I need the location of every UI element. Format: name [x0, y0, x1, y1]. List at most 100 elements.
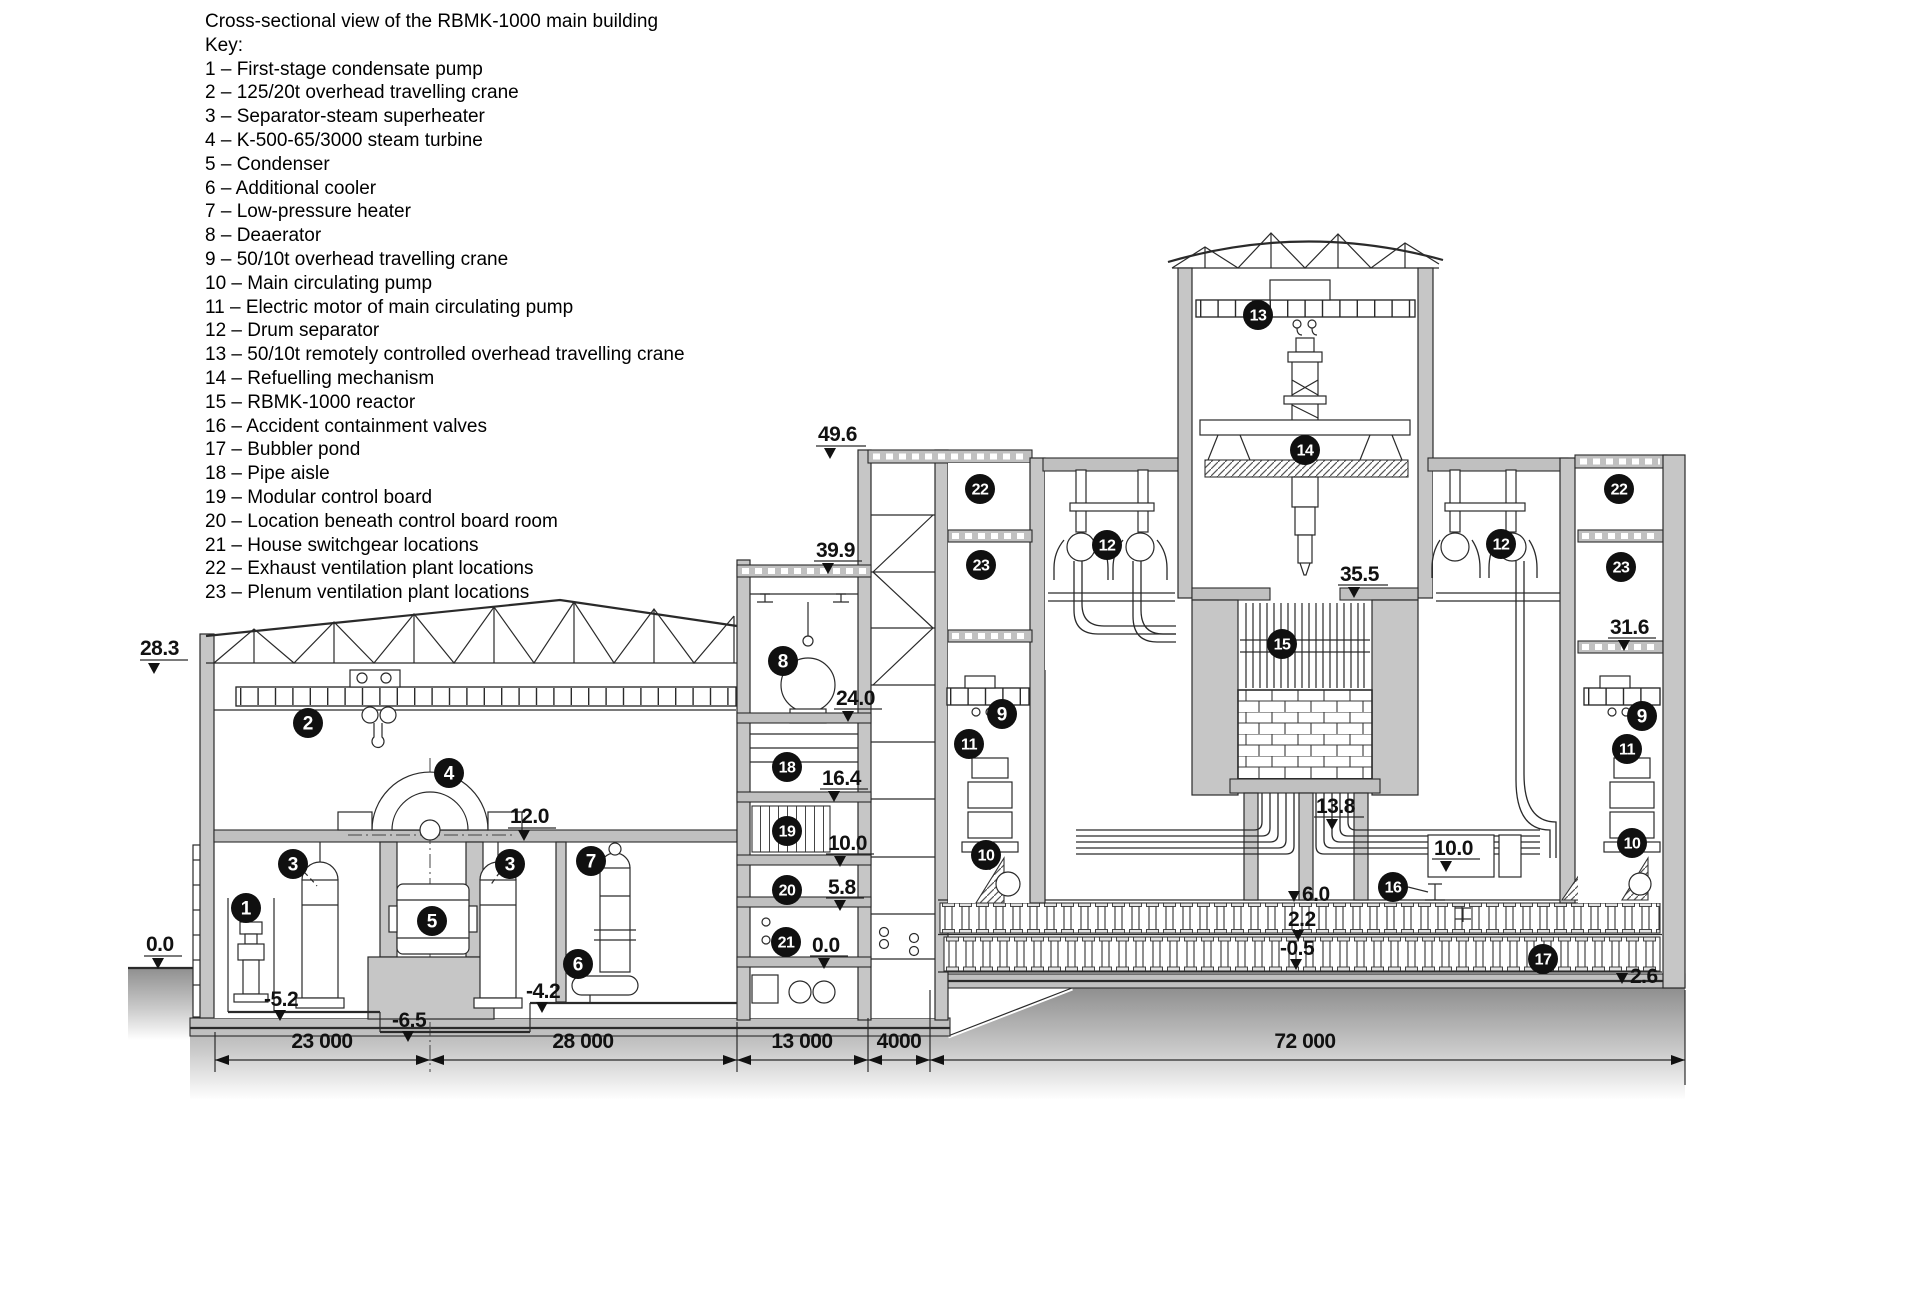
svg-text:4: 4 — [444, 764, 455, 785]
svg-text:22: 22 — [972, 482, 989, 499]
dimension-4000: 4000 — [877, 1030, 922, 1053]
callout-2-crane: 2 — [293, 708, 323, 738]
elevation-10-0-stack: 10.0 — [826, 832, 874, 867]
key-item-11: 11 – Electric motor of main circulating … — [205, 296, 574, 318]
overhead-crane-125-20t — [214, 669, 737, 748]
containment-valves — [1407, 883, 1471, 922]
svg-text:10: 10 — [1624, 836, 1641, 853]
callout-10-mcp-left: 10 — [971, 840, 1001, 870]
elevation-minus-5-2: -5.2 — [264, 988, 299, 1021]
left-wing — [946, 457, 1046, 904]
key-item-12: 12 – Drum separator — [205, 320, 380, 342]
callout-5-condenser: 5 — [417, 906, 447, 936]
svg-text:3: 3 — [288, 855, 299, 876]
callout-4-turbine: 4 — [434, 758, 464, 788]
elevation-minus-0-5: -0.5 — [1280, 937, 1316, 970]
key-item-3: 3 – Separator-steam superheater — [205, 106, 485, 128]
elevation-31-6: 31.6 — [1608, 616, 1656, 651]
svg-text:-4.2: -4.2 — [526, 980, 560, 1003]
svg-text:23: 23 — [973, 558, 990, 575]
callout-14-refuelling: 14 — [1290, 435, 1320, 465]
reactor-building — [938, 232, 1686, 989]
dimension-72000: 72 000 — [1274, 1030, 1335, 1053]
svg-text:24.0: 24.0 — [836, 687, 875, 710]
svg-text:6.0: 6.0 — [1302, 883, 1330, 906]
callout-13-hall-crane: 13 — [1243, 300, 1273, 330]
svg-text:2.2: 2.2 — [1288, 908, 1316, 931]
key-item-23: 23 – Plenum ventilation plant locations — [205, 582, 530, 604]
svg-text:35.5: 35.5 — [1340, 563, 1380, 586]
callout-23-plenum-vent-right: 23 — [1606, 552, 1636, 582]
svg-text:1: 1 — [241, 899, 252, 920]
key-item-2: 2 – 125/20t overhead travelling crane — [205, 82, 519, 104]
svg-text:31.6: 31.6 — [1610, 616, 1649, 639]
right-wing — [1574, 454, 1668, 903]
key-item-6: 6 – Additional cooler — [205, 177, 377, 199]
elevation-24-0: 24.0 — [834, 687, 882, 722]
elevation-markers: 28.3 12.0 0.0 -5.2 -6.5 — [140, 423, 1658, 1042]
svg-text:3: 3 — [505, 855, 516, 876]
callout-6-cooler: 6 — [563, 949, 593, 979]
callout-9-crane-left: 9 — [987, 699, 1017, 729]
drum-separator-room-left — [1042, 457, 1191, 670]
svg-text:-6.5: -6.5 — [392, 1009, 427, 1032]
callout-18-pipe-aisle: 18 — [772, 752, 802, 782]
svg-text:15: 15 — [1274, 637, 1291, 654]
svg-text:5.8: 5.8 — [828, 876, 857, 899]
callout-16-valves: 16 — [1378, 872, 1408, 902]
svg-text:8: 8 — [778, 652, 789, 673]
key-item-5: 5 – Condenser — [205, 153, 330, 175]
stair-shaft — [871, 514, 935, 960]
key-item-19: 19 – Modular control board — [205, 486, 433, 508]
dimension-28000: 28 000 — [552, 1030, 613, 1053]
callout-11-motor-left: 11 — [954, 729, 984, 759]
svg-text:7: 7 — [586, 852, 597, 873]
svg-text:10: 10 — [978, 848, 995, 865]
callout-3-superheater-left: 3 — [278, 849, 308, 879]
callout-23-plenum-vent-left: 23 — [966, 550, 996, 580]
svg-text:20: 20 — [779, 883, 796, 900]
key-heading: Key: — [205, 34, 244, 56]
separator-superheater-left — [295, 842, 345, 1009]
svg-text:5: 5 — [427, 912, 438, 933]
callout-20-below-control: 20 — [772, 875, 802, 905]
turbine-hall-roof-truss — [205, 598, 738, 665]
svg-text:49.6: 49.6 — [818, 423, 857, 446]
callout-19-control-board: 19 — [772, 816, 802, 846]
key-item-13: 13 – 50/10t remotely controlled overhead… — [205, 344, 685, 366]
svg-text:23: 23 — [1613, 560, 1630, 577]
elevation-6-0: 6.0 — [1288, 883, 1330, 906]
callout-12-drums-right: 12 — [1486, 529, 1516, 559]
dimension-13000: 13 000 — [771, 1030, 832, 1053]
drum-separator-room-right — [1427, 457, 1569, 858]
svg-text:11: 11 — [961, 737, 978, 754]
callout-7-lp-heater: 7 — [576, 846, 606, 876]
callout-9-crane-right: 9 — [1627, 701, 1657, 731]
svg-text:0.0: 0.0 — [146, 933, 174, 956]
svg-text:2: 2 — [303, 714, 314, 735]
svg-text:12: 12 — [1099, 538, 1116, 555]
elevation-minus-4-2: -4.2 — [526, 980, 561, 1013]
room-boxes-10-0 — [1427, 834, 1522, 878]
svg-text:12: 12 — [1493, 537, 1510, 554]
svg-text:10.0: 10.0 — [1434, 837, 1473, 860]
svg-text:10.0: 10.0 — [828, 832, 867, 855]
elevation-10-0-right: 10.0 — [1432, 837, 1480, 872]
callout-11-motor-right: 11 — [1612, 734, 1642, 764]
svg-text:13: 13 — [1250, 308, 1267, 325]
svg-text:22: 22 — [1611, 482, 1628, 499]
reactor-hall — [1167, 232, 1444, 601]
reactor — [1076, 599, 1540, 901]
elevation-5-8: 5.8 — [826, 876, 864, 911]
callout-15-reactor: 15 — [1267, 629, 1297, 659]
svg-text:39.9: 39.9 — [816, 539, 855, 562]
svg-text:9: 9 — [997, 705, 1008, 726]
condensate-pump — [227, 898, 275, 1012]
refuelling-mechanism — [1199, 337, 1411, 576]
dimension-23000: 23 000 — [291, 1030, 352, 1053]
elevation-28-3: 28.3 — [140, 637, 188, 674]
elevation-0-0-stack: 0.0 — [810, 934, 848, 969]
key-item-21: 21 – House switchgear locations — [205, 534, 479, 556]
svg-text:17: 17 — [1535, 952, 1552, 969]
svg-text:6: 6 — [573, 955, 584, 976]
